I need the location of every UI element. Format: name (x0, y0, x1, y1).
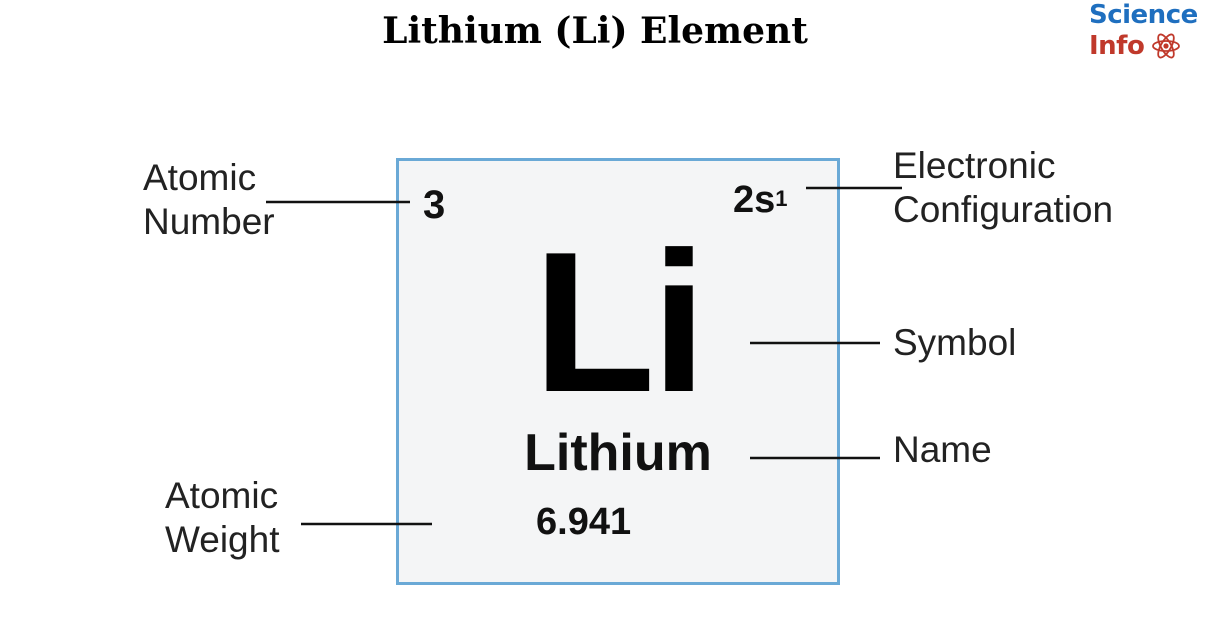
electron-configuration-value: 2s1 (733, 179, 788, 222)
atom-icon (1152, 33, 1180, 59)
atomic-weight-value: 6.941 (536, 501, 632, 543)
element-card: 3 2s1 Li Lithium 6.941 (396, 158, 840, 585)
label-atomic-weight: Atomic Weight (165, 474, 280, 562)
label-atomic-number-line2: Number (143, 201, 275, 242)
label-name: Name (893, 429, 992, 470)
label-electronic-configuration-line1: Electronic (893, 145, 1056, 186)
electron-config-exponent: 1 (775, 186, 788, 211)
label-atomic-number-line1: Atomic (143, 157, 257, 198)
label-electronic-configuration: Electronic Configuration (893, 144, 1113, 232)
element-symbol: Li (533, 211, 707, 434)
label-atomic-weight-line1: Atomic (165, 475, 279, 516)
logo-science-text: Science (1089, 0, 1198, 30)
logo-info-text: Info (1089, 31, 1145, 61)
label-electronic-configuration-line2: Configuration (893, 189, 1114, 230)
label-atomic-number: Atomic Number (143, 156, 275, 244)
electron-config-base: 2s (733, 179, 776, 221)
label-symbol: Symbol (893, 322, 1017, 363)
element-name: Lithium (524, 424, 712, 482)
atomic-number-value: 3 (423, 183, 446, 227)
label-atomic-weight-line2: Weight (165, 519, 280, 560)
page-title: Lithium (Li) Element (382, 10, 808, 52)
science-info-logo[interactable]: Science Info (1089, 0, 1205, 66)
